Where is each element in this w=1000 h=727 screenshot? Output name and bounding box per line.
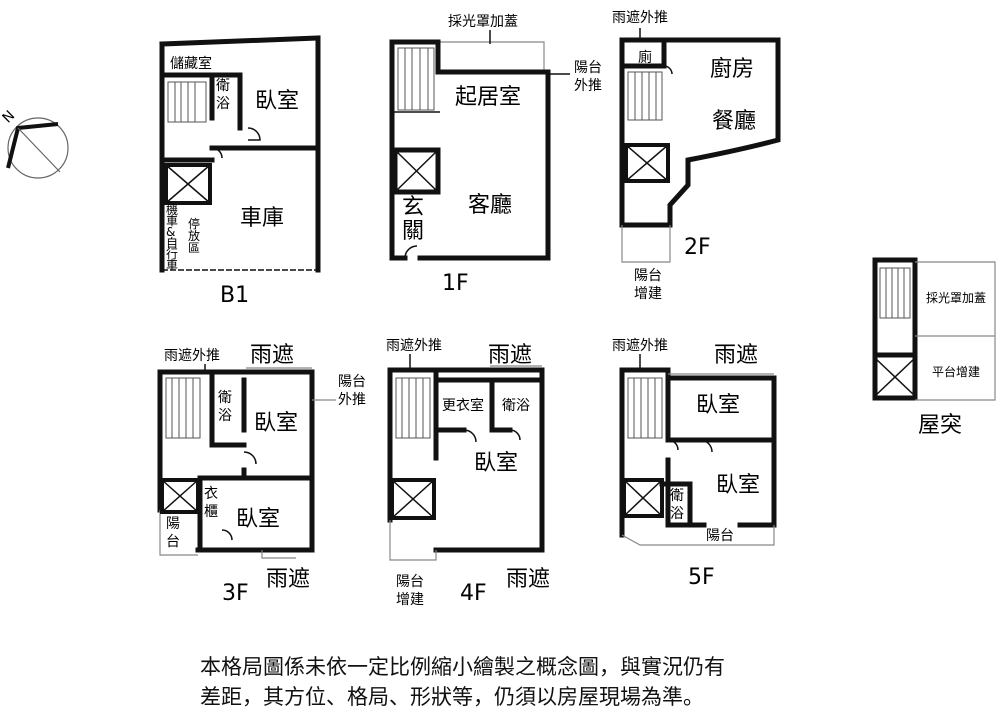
- 5f-canopy-label: 雨遮: [714, 343, 758, 368]
- 3f-bath-label: 衛浴: [218, 390, 232, 424]
- 2f-kitchen-label: 廚房: [710, 57, 754, 82]
- 2f-dining-label: 餐廳: [712, 109, 756, 134]
- b1-bedroom-label: 臥室: [255, 89, 299, 114]
- floor-4f: 雨遮外推 雨遮 更衣室 衛浴 臥室 陽台增建 雨遮 4F: [386, 338, 550, 608]
- 4f-bath-label: 衛浴: [502, 398, 530, 414]
- roof-skylight-label: 採光罩加蓋: [926, 291, 986, 305]
- 1f-living-room-label: 起居室: [455, 85, 521, 110]
- 3f-canopy-out-label: 雨遮外推: [164, 348, 220, 364]
- 1f-guest-hall-label: 客廳: [468, 193, 512, 218]
- 5f-canopy-out-label: 雨遮外推: [612, 338, 668, 354]
- 4f-bedroom-label: 臥室: [474, 451, 518, 476]
- 1f-entrance-label: 玄關: [402, 195, 424, 244]
- 5f-bedroom2-label: 臥室: [716, 473, 760, 498]
- floor-1f: 採光罩加蓋 陽台外推 起居室 客廳 玄關 1F: [389, 14, 602, 296]
- 3f-canopy-bottom-label: 雨遮: [266, 567, 310, 592]
- floor-2f: 雨遮外推 廁 廚房 餐廳 陽台增建 2F: [612, 10, 781, 302]
- b1-garage-label: 車庫: [240, 206, 284, 231]
- b1-bath-char1: 衛: [216, 78, 230, 94]
- 1f-balcony-out-label: 陽台外推: [574, 60, 602, 94]
- roof-platform-add-label: 平台增建: [932, 364, 980, 379]
- 5f-bedroom1-label: 臥室: [696, 393, 740, 418]
- floor-roof: 採光罩加蓋 平台增建 屋突: [872, 257, 996, 438]
- b1-bath-char2: 浴: [216, 96, 230, 112]
- 4f-canopy-label: 雨遮: [488, 343, 532, 368]
- 4f-dressing-label: 更衣室: [442, 397, 484, 414]
- compass-label: N: [0, 108, 18, 127]
- 5f-bath-label: 衛浴: [670, 488, 684, 522]
- disclaimer-line-1: 本格局圖係未依一定比例縮小繪製之概念圖，與實況仍有: [200, 655, 725, 679]
- compass-icon: N: [0, 108, 69, 179]
- 3f-canopy-label: 雨遮: [250, 343, 294, 368]
- disclaimer-line-2: 差距，其方位、格局、形狀等，仍須以房屋現場為準。: [200, 685, 704, 709]
- 2f-balcony-add-label: 陽台增建: [634, 268, 662, 302]
- 3f-bedroom2-label: 臥室: [236, 507, 280, 532]
- 4f-canopy-bottom-label: 雨遮: [506, 567, 550, 592]
- 1f-level-label: 1F: [442, 271, 469, 296]
- 3f-balcony-out-label: 陽台外推: [338, 374, 366, 408]
- disclaimer-note: 本格局圖係未依一定比例縮小繪製之概念圖，與實況仍有 差距，其方位、格局、形狀等，…: [200, 652, 880, 712]
- 4f-balcony-add-label: 陽台增建: [396, 574, 424, 608]
- 3f-balcony-label: 陽台: [166, 516, 180, 550]
- floor-b1: 儲藏室 衛浴 臥室 車庫 機車&自行車 停放區 B1: [159, 35, 321, 308]
- 3f-closet-label: 衣櫃: [204, 486, 218, 520]
- 3f-bedroom1-label: 臥室: [254, 411, 298, 436]
- b1-bath-label: 衛浴: [216, 78, 230, 112]
- 5f-level-label: 5F: [688, 565, 715, 590]
- roof-level-label: 屋突: [918, 413, 962, 438]
- floor-3f: 雨遮外推 雨遮 陽台外推 衛浴 臥室 臥室 衣櫃 陽台 雨遮 3F: [157, 343, 366, 606]
- 2f-toilet-label: 廁: [638, 49, 652, 66]
- b1-bike-label: 機車&自行車: [166, 202, 178, 272]
- 4f-canopy-out-label: 雨遮外推: [386, 338, 442, 354]
- 2f-level-label: 2F: [684, 235, 711, 260]
- b1-parking-area-label: 停放區: [188, 216, 200, 255]
- 1f-skylight-label: 採光罩加蓋: [448, 14, 518, 30]
- b1-storage-label: 儲藏室: [170, 55, 212, 72]
- floor-5f: 雨遮外推 雨遮 臥室 臥室 衛浴 陽台 5F: [612, 338, 777, 590]
- 3f-level-label: 3F: [222, 581, 249, 606]
- 4f-level-label: 4F: [460, 581, 487, 606]
- 2f-canopy-out-label: 雨遮外推: [612, 10, 668, 26]
- 5f-balcony-label: 陽台: [706, 528, 734, 544]
- b1-level-label: B1: [220, 283, 249, 308]
